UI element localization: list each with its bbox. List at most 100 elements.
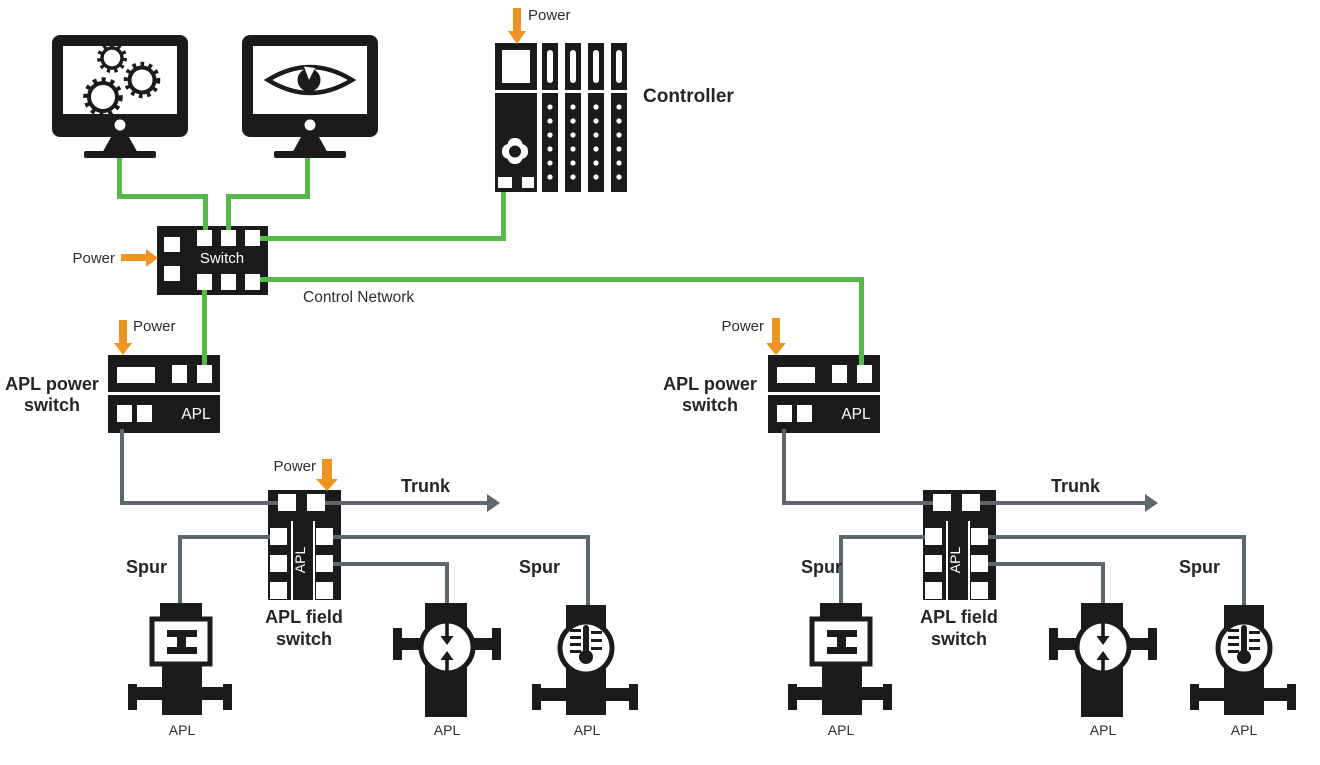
power-switch-uplink-port — [197, 365, 212, 383]
power-arrow-icon — [772, 318, 780, 343]
power-arrow-icon — [114, 343, 132, 355]
net-line-operator — [226, 194, 310, 199]
spur-line-valve-right — [839, 535, 843, 605]
apl-field-switch-label: APL field switch — [897, 606, 1021, 650]
field-switch-spur-port — [270, 528, 287, 545]
apl-field-switch-label-line2: switch — [930, 629, 987, 649]
device-apl-label: APL — [573, 722, 601, 738]
trunk-line-right — [782, 501, 933, 505]
power-label: Power — [721, 318, 764, 335]
trunk-line-left — [120, 501, 278, 505]
field-switch-spur-port — [925, 528, 942, 545]
valve-device-icon — [788, 603, 892, 715]
trunk-label: Trunk — [1051, 476, 1101, 496]
apl-power-switch-label-line1: APL power — [5, 374, 99, 394]
switch-port — [164, 266, 180, 281]
trunk-line-right-out — [980, 501, 1145, 505]
field-switch-spur-port — [270, 555, 287, 572]
net-line-engineering — [203, 196, 208, 230]
field-switch-spur-port — [925, 582, 942, 599]
temperature-device-icon — [532, 605, 638, 715]
switch-port — [245, 230, 260, 246]
spur-line-valve-left — [178, 535, 270, 539]
controller-label: Controller — [643, 86, 734, 107]
field-switch-apl-strip-label: APL — [947, 546, 963, 574]
field-switch-spur-port — [971, 555, 988, 572]
flow-arrows-icon — [440, 623, 454, 673]
thermometer-icon — [570, 625, 602, 664]
trunk-line-right — [782, 429, 786, 503]
field-switch-trunk-port — [962, 494, 980, 511]
dpad-icon — [502, 138, 528, 164]
trunk-line-left — [120, 429, 124, 503]
device-apl-label: APL — [433, 722, 461, 738]
apl-power-switch-label: APL power switch — [0, 374, 104, 416]
switch-port — [197, 230, 212, 246]
trunk-arrowhead-left — [487, 494, 500, 512]
power-switch-apl-port — [117, 405, 132, 422]
spur-label: Spur — [801, 557, 843, 577]
net-line-engineering — [117, 156, 122, 198]
eye-icon — [263, 64, 357, 96]
power-switch-port — [832, 365, 847, 383]
device-apl-label: APL — [1089, 722, 1117, 738]
field-switch-spur-port — [971, 528, 988, 545]
switch-port — [221, 274, 236, 290]
net-line-left-power-switch — [202, 288, 207, 365]
power-switch-apl-port — [137, 405, 152, 422]
field-switch-trunk-port — [933, 494, 951, 511]
net-line-right-power-switch — [859, 277, 864, 368]
field-switch-spur-port — [270, 582, 287, 599]
operator-station-monitor-icon — [242, 35, 378, 158]
spur-line-valve-right — [839, 535, 925, 539]
power-switch-apl-port — [797, 405, 812, 422]
net-line-engineering — [117, 194, 208, 199]
power-switch-apl-label: APL — [181, 406, 211, 423]
flow-device-icon — [393, 603, 501, 717]
power-switch-apl-label: APL — [841, 406, 871, 423]
field-switch-spur-port — [316, 582, 333, 599]
trunk-arrowhead-right — [1145, 494, 1158, 512]
switch-port — [221, 230, 236, 246]
apl-field-switch-label: APL field switch — [242, 606, 366, 650]
temperature-device-icon — [1190, 605, 1296, 715]
device-apl-label: APL — [1230, 722, 1258, 738]
field-power-label: Power — [273, 458, 316, 475]
net-line-controller — [258, 236, 506, 241]
apl-power-switch-label-line1: APL power — [663, 374, 757, 394]
positioner-ibeam-icon — [167, 630, 197, 654]
power-switch-port — [117, 367, 155, 383]
gears-icon — [83, 43, 161, 117]
spur-line-temp-left — [333, 535, 590, 539]
spur-line-flow-right — [1101, 562, 1105, 603]
controller-rack-icon — [495, 43, 627, 192]
apl-field-switch-label-line2: switch — [275, 629, 332, 649]
flow-arrows-icon — [1096, 623, 1110, 673]
apl-power-switch-label: APL power switch — [658, 374, 762, 416]
thermometer-icon — [1228, 625, 1260, 664]
field-switch-spur-port — [316, 555, 333, 572]
power-switch-port — [172, 365, 187, 383]
controller-power-label: Power — [528, 7, 571, 24]
engineering-station-monitor-icon — [52, 35, 188, 158]
spur-line-temp-left — [586, 535, 590, 605]
switch-port — [245, 274, 260, 290]
field-switch-spur-port — [925, 555, 942, 572]
spur-label: Spur — [126, 557, 168, 577]
spur-label: Spur — [1179, 557, 1221, 577]
switch-power-label: Power — [72, 250, 115, 267]
field-switch-trunk-port — [278, 494, 296, 511]
field-switch-trunk-port — [307, 494, 325, 511]
spur-label: Spur — [519, 557, 561, 577]
switch-port — [164, 237, 180, 252]
spur-line-flow-right — [988, 562, 1105, 566]
apl-power-switch-label-line2: switch — [681, 395, 738, 415]
power-switch-apl-port — [777, 405, 792, 422]
power-switch-uplink-port — [857, 365, 872, 383]
field-power-arrow-icon — [316, 479, 338, 491]
control-network-label: Control Network — [303, 289, 415, 306]
field-switch-apl-strip-label: APL — [292, 546, 308, 574]
net-line-right-power-switch — [258, 277, 864, 282]
spur-line-temp-right — [988, 535, 1246, 539]
